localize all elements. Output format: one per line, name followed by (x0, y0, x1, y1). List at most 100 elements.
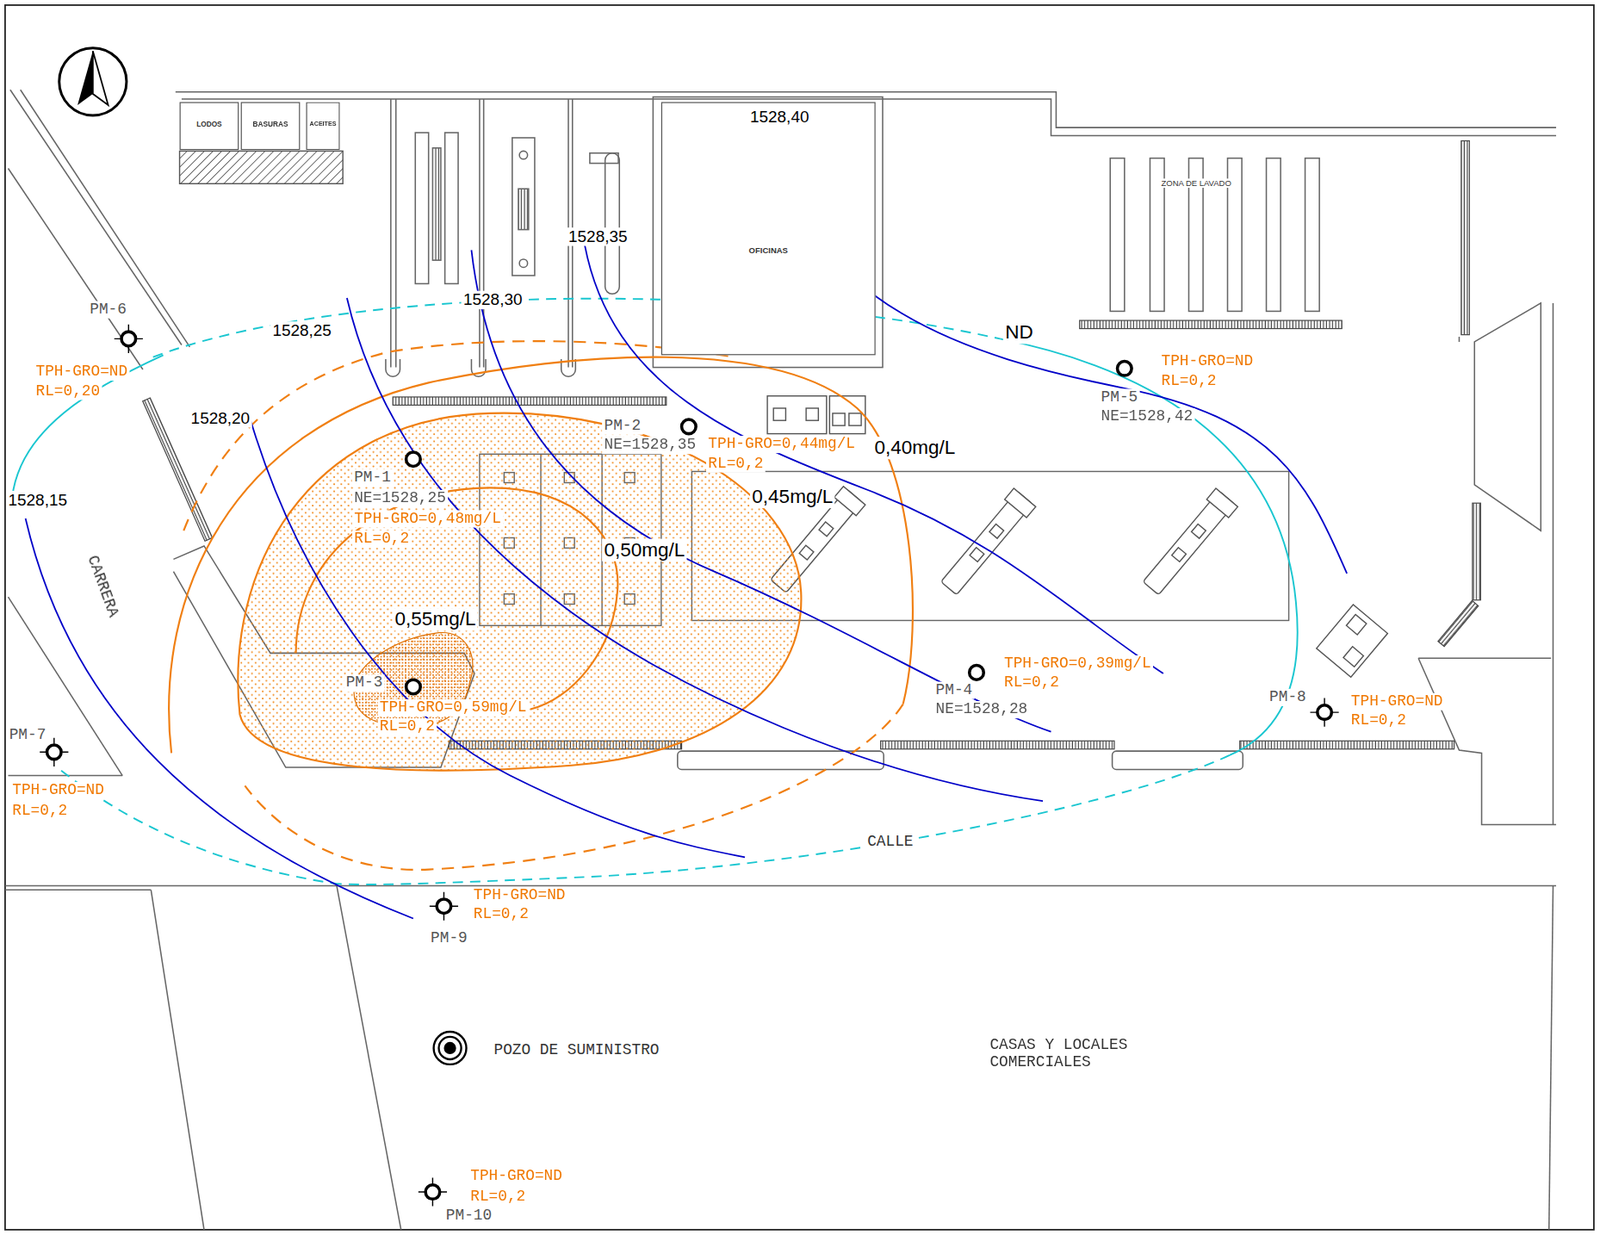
workshop-rooms-part (605, 153, 621, 295)
well-crosshairs-part (1309, 698, 1339, 727)
monitoring-wells-part (1317, 705, 1333, 720)
workshop-rooms-part (390, 99, 392, 368)
storage-bin: BASURAS (241, 101, 301, 150)
bins (179, 150, 344, 184)
concentration-label: 0,50mg/L (601, 539, 688, 562)
washing-bays-part (1305, 158, 1321, 312)
north-arrow-part (59, 48, 127, 116)
groundwater-contours-part (347, 297, 1043, 801)
plume-fill-part (237, 413, 801, 771)
tank-boxes-part (767, 396, 827, 435)
result-label: RL=0,2 (10, 801, 70, 819)
elevation-label: 1528,15 (6, 490, 69, 510)
fuel-dispensers-part (1140, 488, 1239, 598)
workshop-rooms-part (395, 99, 397, 368)
result-label: TPH-GRO=ND (10, 781, 106, 800)
result-label: RL=0,2 (1002, 674, 1062, 692)
monitoring-wells (47, 331, 1333, 1199)
supply-well (434, 1031, 467, 1065)
site-outline-part (10, 89, 182, 345)
drain-gratings-part (880, 740, 1115, 749)
concentration-label: 0,55mg/L (392, 607, 478, 631)
result-label: TPH-GRO=ND (33, 363, 130, 381)
groundwater-contours-part (25, 518, 414, 919)
fuel-dispensers-part (969, 547, 985, 563)
office-room: OFICINAS (661, 101, 876, 355)
monitoring-wells-part (121, 331, 137, 347)
drain-gratings-part (392, 396, 667, 405)
workshop-rooms-part (519, 259, 528, 267)
concentration-contours-part (183, 341, 735, 531)
groundwater-contours-part (249, 418, 745, 858)
well-label: PM-9 (428, 929, 470, 947)
well-label: PM-6 (87, 301, 129, 319)
drain-gratings-part (1240, 740, 1455, 749)
workshop-rooms-part (589, 153, 619, 164)
washing-bays-part (1266, 158, 1282, 312)
well-label: NE=1528,35 (601, 436, 698, 454)
monitoring-wells-part (425, 1184, 441, 1200)
washing-bays (1110, 158, 1320, 312)
place-label: CARRERA (81, 551, 122, 623)
place-label: POZO DE SUMINISTRO (491, 1041, 662, 1060)
well-label: NE=1528,42 (1098, 408, 1195, 426)
site-outline-part (5, 889, 151, 892)
well-label: PM-2 (601, 417, 643, 435)
map-frame (5, 5, 1594, 1230)
nd-boundary (12, 298, 1298, 885)
workshop-rooms-part (478, 99, 481, 368)
result-label: TPH-GRO=0,39mg/L (1002, 655, 1154, 673)
storage-bin: LODOS (179, 101, 240, 150)
concentration-contours-part (237, 413, 801, 771)
workshop-rooms-part (519, 150, 528, 159)
result-label: TPH-GRO=ND (468, 1167, 565, 1185)
well-label: NE=1528,28 (933, 700, 1030, 719)
concentration-label: 0,45mg/L (750, 485, 836, 509)
north-arrow (59, 48, 127, 116)
room-label: LODOS (180, 120, 238, 128)
drain-gratings-part (1079, 320, 1343, 329)
workshop-rooms-part (652, 97, 883, 368)
workshop-rooms-part (432, 148, 441, 261)
well-label: PM-7 (6, 726, 48, 745)
workshop-rooms-part (512, 137, 535, 276)
site-outline-part (7, 168, 143, 370)
nd-boundary-part (12, 354, 163, 497)
well-label: NE=1528,25 (352, 489, 448, 508)
result-label: RL=0,2 (1159, 372, 1219, 391)
compressor-part (1316, 604, 1389, 677)
well-label: PM-8 (1267, 688, 1309, 707)
result-label: TPH-GRO=ND (1349, 693, 1445, 711)
fuel-dispensers-part (989, 523, 1005, 539)
fuel-dispensers-part (799, 545, 814, 560)
elevation-label: 1528,40 (748, 108, 812, 128)
result-label: RL=0,2 (1349, 712, 1409, 730)
fuel-dispensers-part (834, 486, 866, 516)
supply-well-part (434, 1031, 467, 1065)
room-label: ACEITES (307, 120, 340, 127)
nd-boundary-part (999, 338, 1297, 755)
well-crosshairs-part (418, 1177, 447, 1206)
supply-well-part (439, 1036, 462, 1060)
north-arrow-part (93, 50, 109, 106)
compressor (1316, 604, 1389, 677)
workshop-rooms (385, 97, 883, 378)
result-label: TPH-GRO=0,44mg/L (706, 435, 857, 453)
storage-bin: ACEITES (305, 101, 340, 150)
monitoring-wells-part (1117, 360, 1133, 376)
site-outline-part (20, 89, 191, 348)
well-label: PM-4 (933, 682, 974, 700)
compressor-part (1343, 646, 1364, 667)
result-label: RL=0,2 (352, 530, 412, 548)
tank-boxes-part (832, 413, 845, 426)
tank-boxes-part (773, 408, 786, 421)
plume-fill (237, 413, 801, 771)
well-crosshairs-part (429, 892, 459, 921)
result-label: TPH-GRO=ND (1159, 353, 1255, 371)
tank-boxes-part (806, 408, 819, 421)
supply-well-part (445, 1042, 456, 1054)
result-label: RL=0,2 (468, 1187, 528, 1205)
monitoring-wells-part (47, 744, 63, 760)
room-label: OFICINAS (662, 246, 875, 256)
